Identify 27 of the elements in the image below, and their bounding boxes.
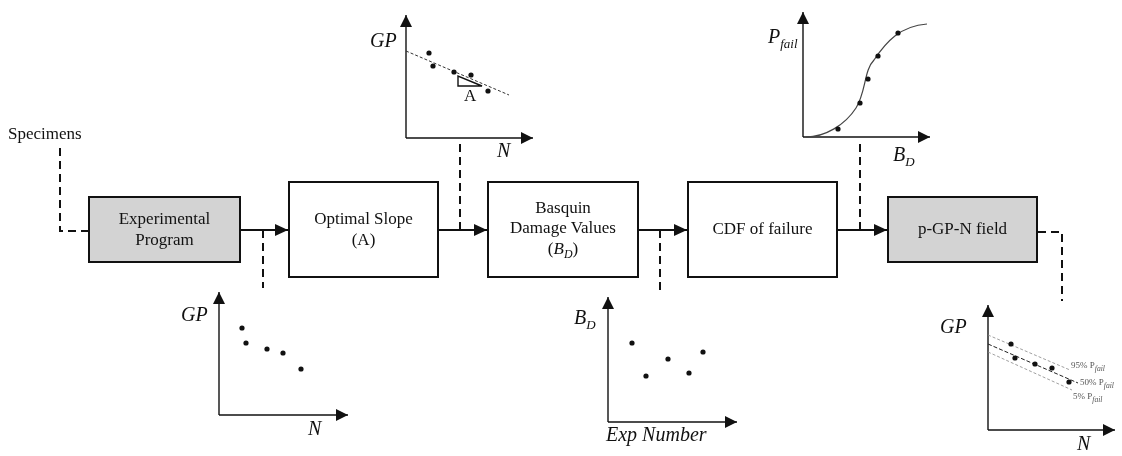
arrow xyxy=(438,224,488,236)
axis-label: P$_{fail}$ xyxy=(768,26,798,50)
arrow xyxy=(638,224,688,236)
slope-label: A xyxy=(464,87,477,104)
process-box: p-GP-N field xyxy=(887,196,1038,263)
axis-label: N xyxy=(497,140,511,160)
connector-line xyxy=(1037,231,1063,302)
axis-label: N xyxy=(1077,433,1091,453)
line-label: 95% P$_{fail}$ xyxy=(1071,361,1105,373)
line-label: 5% P$_{fail}$ xyxy=(1073,392,1103,404)
axis-label: N xyxy=(308,418,322,438)
axis-label: Exp Number xyxy=(606,424,707,444)
axis-label: GP xyxy=(940,316,967,336)
label-text: Specimens xyxy=(8,124,112,148)
leader-line xyxy=(262,229,264,289)
axis-label: B$_{D}$ xyxy=(893,144,915,168)
connector-line xyxy=(59,147,89,232)
axis-label: GP xyxy=(181,304,208,324)
axis-label: B$_{D}$ xyxy=(574,307,596,331)
process-box: Optimal Slope (A) xyxy=(288,181,439,278)
process-box: Basquin Damage Values (B$_{D}$) xyxy=(487,181,639,278)
axis-label: GP xyxy=(370,30,397,50)
process-box: Experimental Program xyxy=(88,196,241,263)
arrow xyxy=(240,224,289,236)
process-box: CDF of failure xyxy=(687,181,838,278)
line-label: 50% P$_{fail}$ xyxy=(1080,378,1114,390)
arrow xyxy=(837,224,888,236)
